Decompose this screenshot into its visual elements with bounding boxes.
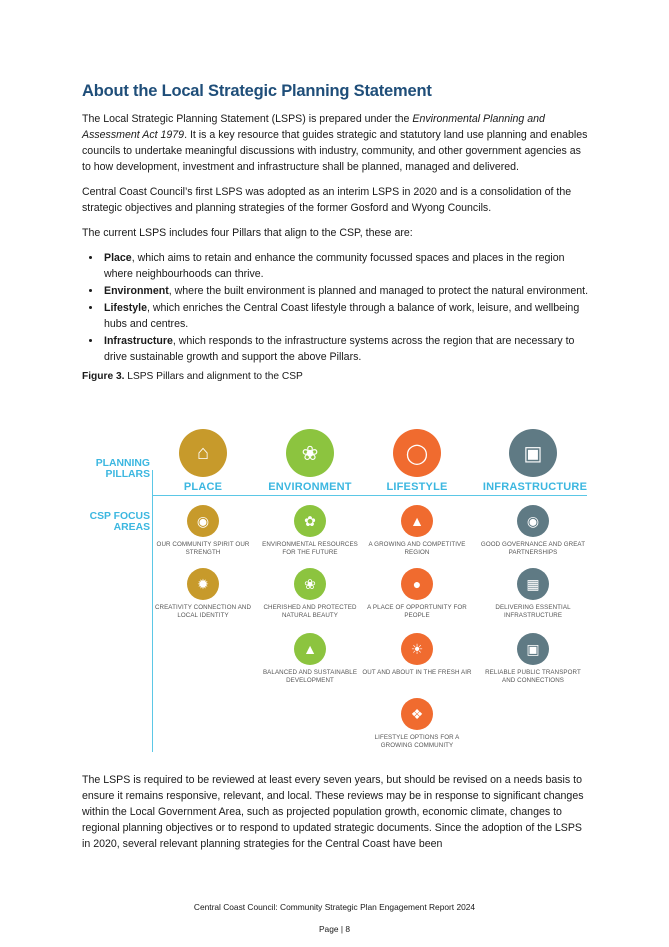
list-item: Environment, where the built environment…: [102, 283, 592, 299]
bus-icon: ▣: [517, 633, 549, 665]
bullet-term: Lifestyle: [104, 302, 147, 314]
focus-area: ▲ A GROWING AND COMPETITIVE REGION: [362, 505, 472, 557]
planning-pillars-label: PLANNING PILLARS: [95, 458, 150, 480]
focus-area-label: LIFESTYLE OPTIONS FOR A GROWING COMMUNIT…: [374, 734, 460, 749]
people-icon: ●: [401, 568, 433, 600]
train-icon: ▣: [509, 429, 557, 477]
list-item: Place, which aims to retain and enhance …: [102, 250, 592, 282]
bullet-text: , where the built environment is planned…: [168, 285, 589, 297]
focus-area-label: GOOD GOVERNANCE AND GREAT PARTNERSHIPS: [480, 541, 586, 556]
footer-report-title: Central Coast Council: Community Strateg…: [193, 902, 476, 912]
figure-caption-text: LSPS Pillars and alignment to the CSP: [124, 371, 303, 382]
map-icon: ▦: [517, 568, 549, 600]
focus-area: ✿ ENVIRONMENTAL RESOURCES FOR THE FUTURE: [255, 505, 365, 557]
bullet-text: , which aims to retain and enhance the c…: [104, 252, 565, 280]
pillar-lifestyle: LIFESTYLE: [386, 481, 448, 493]
review-paragraph: The LSPS is required to be reviewed at l…: [82, 774, 584, 850]
focus-area: ▲ BALANCED AND SUSTAINABLE DEVELOPMENT: [255, 633, 365, 685]
intro-text-1: The Local Strategic Planning Statement (…: [82, 113, 413, 125]
focus-area: ❖ LIFESTYLE OPTIONS FOR A GROWING COMMUNI…: [362, 698, 472, 750]
leaves-icon: ✿: [294, 505, 326, 537]
intro-paragraph: The Local Strategic Planning Statement (…: [82, 111, 592, 175]
focus-area: ☀ OUT AND ABOUT IN THE FRESH AIR: [362, 633, 472, 677]
intro-text-2: . It is a key resource that guides strat…: [82, 129, 588, 173]
bullet-text: , which enriches the Central Coast lifes…: [104, 302, 580, 330]
community-icon: ◉: [187, 505, 219, 537]
growth-icon: ▲: [401, 505, 433, 537]
focus-area-label: ENVIRONMENTAL RESOURCES FOR THE FUTURE: [262, 541, 358, 556]
page-content: About the Local Strategic Planning State…: [82, 82, 592, 382]
bullet-term: Environment: [104, 285, 169, 297]
focus-area-label: A GROWING AND COMPETITIVE REGION: [368, 541, 466, 556]
partnership-icon: ◉: [517, 505, 549, 537]
bicycle-icon: ◯: [393, 429, 441, 477]
csp-focus-areas-label: CSP FOCUS AREAS: [89, 511, 150, 533]
section-heading: About the Local Strategic Planning State…: [82, 82, 432, 100]
sun-icon: ✹: [187, 568, 219, 600]
focus-area-label: CHERISHED AND PROTECTED NATURAL BEAUTY: [263, 604, 357, 619]
focus-area-label: RELIABLE PUBLIC TRANSPORT AND CONNECTION…: [485, 669, 581, 684]
focus-area-label: A PLACE OF OPPORTUNITY FOR PEOPLE: [367, 604, 467, 619]
pillar-place: PLACE: [183, 481, 223, 493]
focus-area-label: CREATIVITY CONNECTION AND LOCAL IDENTITY: [154, 604, 252, 619]
bullet-term: Place: [104, 252, 132, 264]
tree-icon: ❀: [286, 429, 334, 477]
footer-page-number: Page | 8: [318, 924, 351, 934]
focus-area: ▣ RELIABLE PUBLIC TRANSPORT AND CONNECTIO…: [478, 633, 588, 685]
focus-area-label: DELIVERING ESSENTIAL INFRASTRUCTURE: [495, 604, 571, 619]
pillar-environment: ENVIRONMENT: [268, 481, 352, 493]
list-item: Infrastructure, which responds to the in…: [102, 333, 592, 365]
focus-area: ▦ DELIVERING ESSENTIAL INFRASTRUCTURE: [478, 568, 588, 620]
figure-horizontal-rule: [152, 495, 587, 496]
focus-area: ◉ OUR COMMUNITY SPIRIT OUR STRENGTH: [148, 505, 258, 557]
pillars-list: Place, which aims to retain and enhance …: [82, 250, 592, 365]
nature-icon: ❀: [294, 568, 326, 600]
pillars-figure: PLANNING PILLARS CSP FOCUS AREAS ⌂ ❀ ◯ ▣…: [82, 425, 592, 760]
pillar-infrastructure: INFRASTRUCTURE: [482, 481, 588, 493]
focus-area-label: OUR COMMUNITY SPIRIT OUR STRENGTH: [156, 541, 250, 556]
lifestyle-options-icon: ❖: [401, 698, 433, 730]
outdoors-icon: ☀: [401, 633, 433, 665]
development-icon: ▲: [294, 633, 326, 665]
figure-vertical-rule: [152, 470, 153, 752]
act-name: Environmental Planning and Assessment Ac…: [82, 113, 545, 141]
focus-area-label: BALANCED AND SUSTAINABLE DEVELOPMENT: [262, 669, 358, 684]
review-section: The LSPS is required to be reviewed at l…: [82, 772, 592, 861]
figure-caption: Figure 3. LSPS Pillars and alignment to …: [82, 371, 592, 382]
pillars-intro-paragraph: The current LSPS includes four Pillars t…: [82, 227, 413, 239]
focus-area: ◉ GOOD GOVERNANCE AND GREAT PARTNERSHIPS: [478, 505, 588, 557]
bullet-text: , which responds to the infrastructure s…: [104, 335, 575, 363]
bullet-term: Infrastructure: [104, 335, 173, 347]
focus-area: ✹ CREATIVITY CONNECTION AND LOCAL IDENTIT…: [148, 568, 258, 620]
focus-area: ● A PLACE OF OPPORTUNITY FOR PEOPLE: [362, 568, 472, 620]
focus-area-label: OUT AND ABOUT IN THE FRESH AIR: [362, 669, 472, 676]
figure-label: Figure 3.: [82, 371, 125, 382]
list-item: Lifestyle, which enriches the Central Co…: [102, 300, 592, 332]
house-icon: ⌂: [179, 429, 227, 477]
focus-area: ❀ CHERISHED AND PROTECTED NATURAL BEAUTY: [255, 568, 365, 620]
adoption-paragraph: Central Coast Council’s first LSPS was a…: [82, 186, 572, 214]
